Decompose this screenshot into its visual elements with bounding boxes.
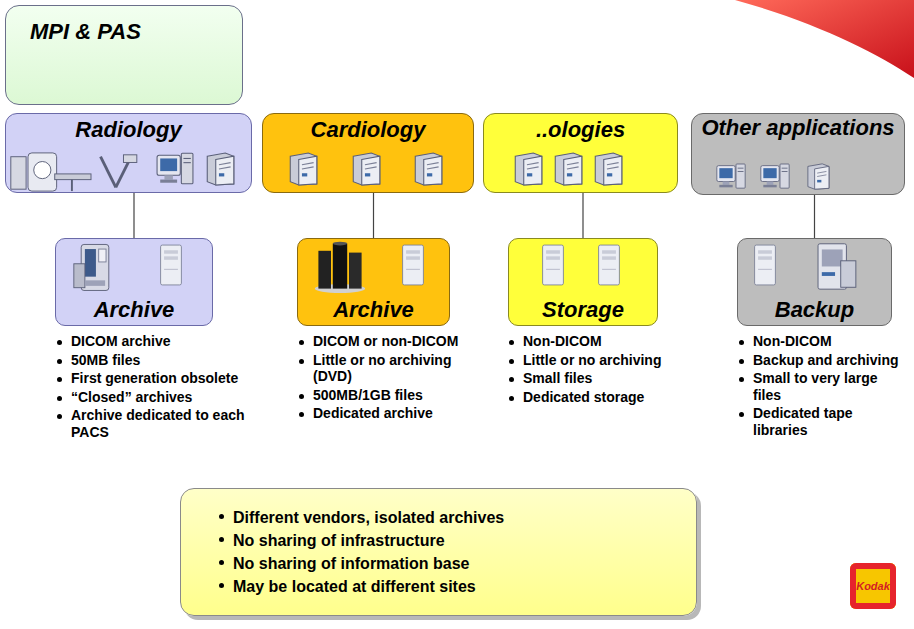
bullet-note: Small files xyxy=(505,370,665,387)
summary-bullet: May be located at different sites xyxy=(215,575,676,598)
storage-box: Storage xyxy=(508,238,658,326)
box-title: MPI & PAS xyxy=(30,20,224,44)
archive-devices xyxy=(74,242,856,293)
bullet-note: First generation obsolete xyxy=(53,370,253,387)
backup-title: Backup xyxy=(744,298,885,322)
department-title: ..ologies xyxy=(490,118,671,142)
bullet-note: Non-DICOM xyxy=(735,333,905,350)
department-title: Radiology xyxy=(12,118,245,142)
summary-bullet: No sharing of infrastructure xyxy=(215,529,676,552)
red-swoosh xyxy=(735,0,914,78)
department-title: Cardiology xyxy=(269,118,467,142)
bullet-note: Small to very large files xyxy=(735,370,905,403)
bullet-note: Dedicated tape libraries xyxy=(735,405,905,438)
archive-title: Archive xyxy=(62,298,206,322)
other-computers xyxy=(717,164,829,189)
summary-bullet: Different vendors, isolated archives xyxy=(215,506,676,529)
ologies-servers xyxy=(515,153,622,185)
radiology-equipment xyxy=(11,153,234,191)
bullet-note: Little or no archiving xyxy=(505,352,665,369)
bullet-note: Non-DICOM xyxy=(505,333,665,350)
bullet-note: Backup and archiving xyxy=(735,352,905,369)
bullet-note: DICOM archive xyxy=(53,333,253,350)
bullet-note: Dedicated archive xyxy=(295,405,475,422)
bullet-note: DICOM or non-DICOM xyxy=(295,333,475,350)
bullet-note: Archive dedicated to each PACS xyxy=(53,407,253,440)
summary-bullet: No sharing of information base xyxy=(215,552,676,575)
connector-line xyxy=(373,193,374,238)
storage-title: Storage xyxy=(515,298,651,322)
bullet-note: 500MB/1GB files xyxy=(295,387,475,404)
bullet-note: Dedicated storage xyxy=(505,389,665,406)
logo-text: Kodak xyxy=(850,563,896,609)
cardiology-servers xyxy=(290,153,442,185)
bullet-note: 50MB files xyxy=(53,352,253,369)
connector-line xyxy=(814,195,815,238)
summary-box: Different vendors, isolated archivesNo s… xyxy=(180,488,697,616)
connector-line xyxy=(133,193,134,238)
index-box: MPI & PAS xyxy=(5,5,243,105)
bullet-note: Little or no archiving (DVD) xyxy=(295,352,475,385)
department-title: Other applications xyxy=(698,117,898,139)
archive-title: Archive xyxy=(304,298,443,322)
connector-line xyxy=(582,193,583,238)
bullet-note: “Closed” archives xyxy=(53,389,253,406)
